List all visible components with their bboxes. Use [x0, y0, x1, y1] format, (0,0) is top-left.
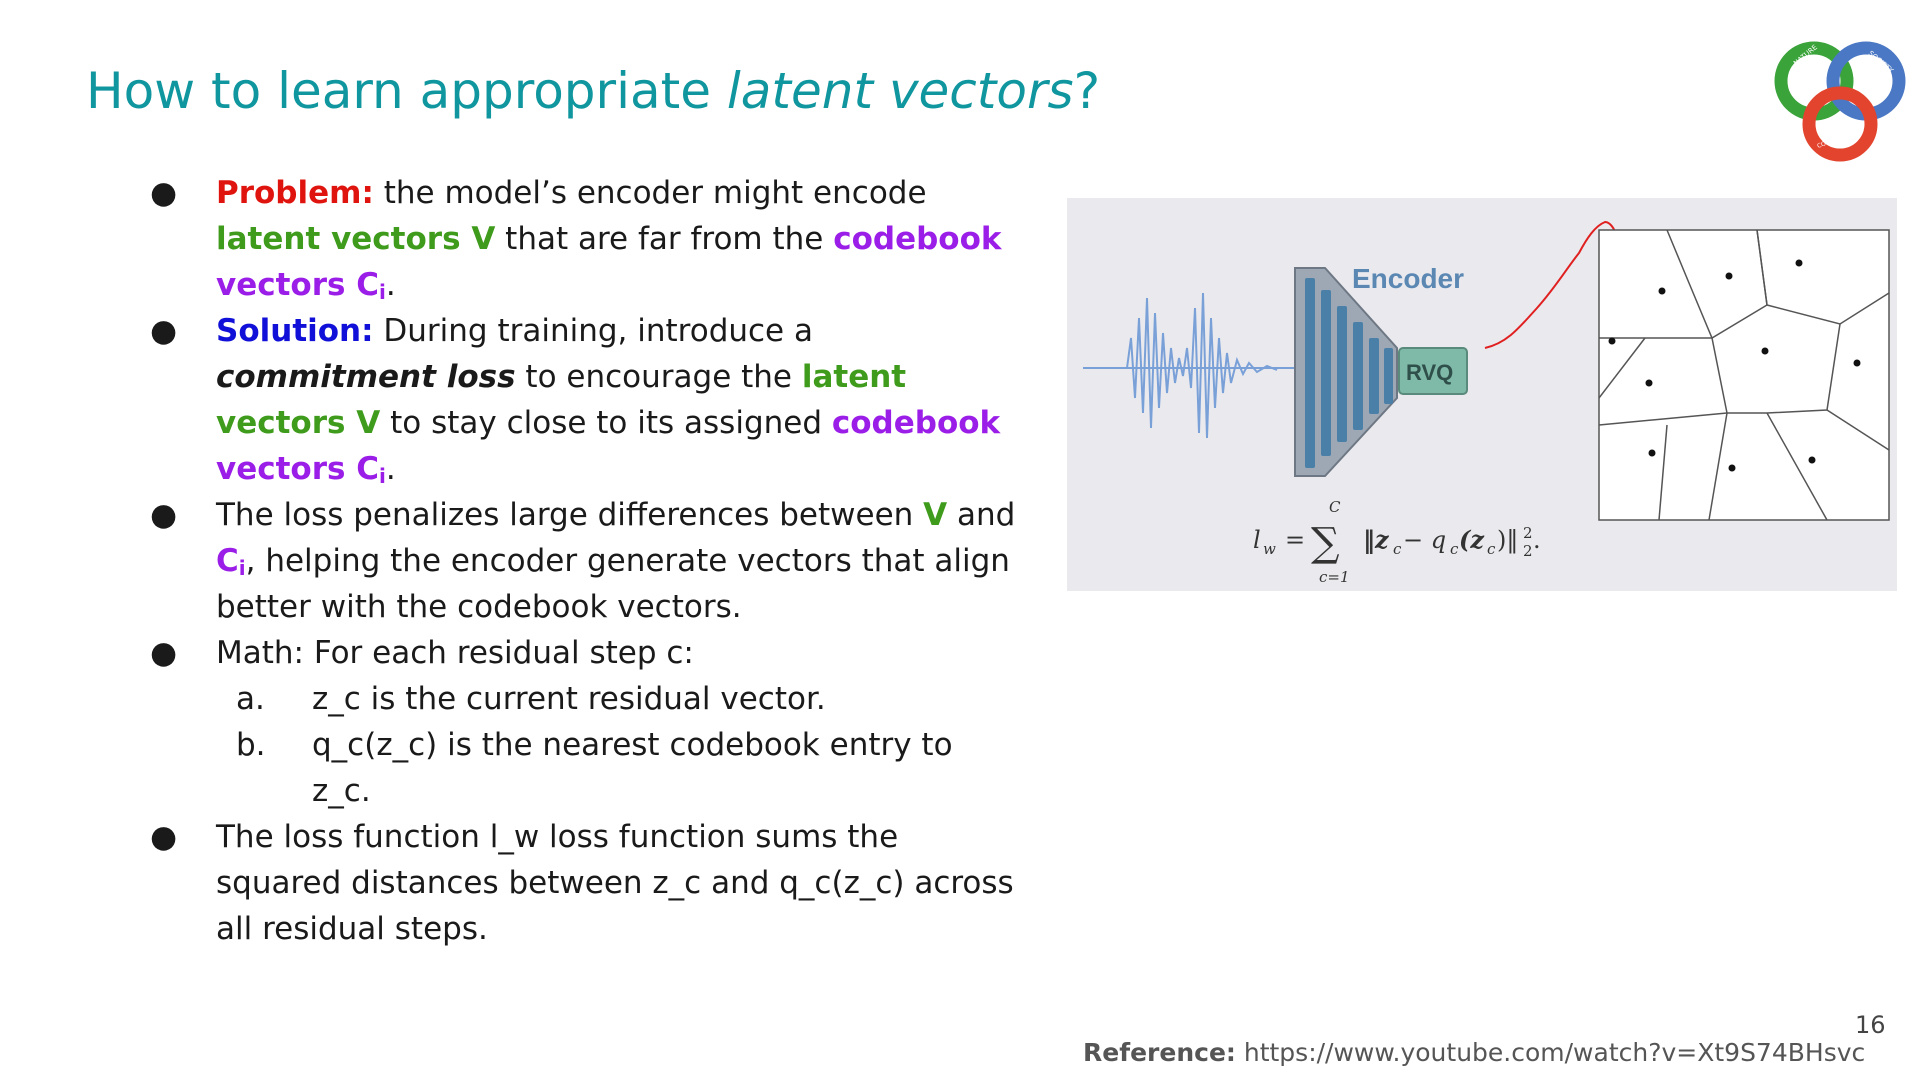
solution-label: Solution: [216, 313, 374, 349]
loss-formula: l w = ∑ C c=1 ‖z c − q c (z c )‖ 2 2 . [1253, 498, 1541, 586]
voronoi-diagram [1598, 229, 1890, 521]
voronoi-points [1608, 259, 1861, 472]
formula-z: ‖z [1363, 525, 1390, 554]
formula-close: )‖ [1497, 526, 1518, 555]
reference-label: Reference: [1083, 1038, 1236, 1067]
text-span: , helping the encoder generate vectors t… [216, 543, 1010, 625]
commitment-loss-term: commitment loss [216, 359, 516, 395]
bullet-dot: ● [150, 819, 178, 855]
subscript-i: i [238, 556, 246, 580]
bullet-loss-penalty: ● The loss penalizes large differences b… [140, 492, 1020, 630]
text-span: During training, introduce a [373, 313, 813, 349]
formula-sub-c: c [1450, 540, 1459, 558]
rvq-label: RVQ [1406, 360, 1453, 385]
text-span: and [947, 497, 1016, 533]
bullet-dot: ● [150, 635, 178, 671]
bullet-solution: ● Solution: During training, introduce a… [140, 308, 1020, 492]
text-span: . [385, 451, 396, 487]
title-end: ? [1073, 62, 1101, 120]
formula-minus-q: − q [1403, 526, 1446, 554]
bullet-loss-function: ● The loss function l_w loss function su… [140, 814, 1020, 952]
bullet-math: ● Math: For each residual step c: [140, 630, 1020, 676]
formula-upper: C [1329, 498, 1341, 516]
nsc-logo: NATURE SOCIETY COMPUTATION [1774, 41, 1906, 162]
reference-line: Reference: https://www.youtube.com/watch… [1083, 1038, 1865, 1067]
text-span: . [385, 267, 396, 303]
latent-vectors-highlight: latent vectors V [216, 221, 496, 257]
bullet-list: ● Problem: the model’s encoder might enc… [140, 170, 1020, 952]
formula-w: w [1263, 540, 1276, 558]
bullet-problem: ● Problem: the model’s encoder might enc… [140, 170, 1020, 308]
formula-lower: c=1 [1319, 568, 1350, 586]
formula-sigma: ∑ [1311, 520, 1340, 566]
c-highlight: C [216, 543, 239, 579]
reference-url[interactable]: https://www.youtube.com/watch?v=Xt9S74BH… [1243, 1038, 1866, 1067]
codebook-vectors-highlight: codebook vectors C [216, 221, 1002, 303]
v-highlight: V [923, 497, 948, 533]
text-span: to stay close to its assigned [380, 405, 832, 441]
formula-arg: (z [1459, 525, 1485, 554]
codebook-vectors-highlight: codebook vectors C [216, 405, 1001, 487]
formula-sub: 2 [1523, 542, 1533, 560]
bullet-dot: ● [150, 175, 178, 211]
waveform [1083, 292, 1297, 439]
subscript-i: i [379, 464, 386, 488]
sub-text-b: q_c(z_c) is the nearest codebook entry t… [312, 727, 953, 809]
sub-item-a: a. z_c is the current residual vector. [140, 676, 1020, 722]
formula-sub-c: c [1393, 540, 1402, 558]
encoder-label: Encoder [1352, 263, 1464, 294]
text-span: to encourage the [515, 359, 802, 395]
title-plain: How to learn appropriate [86, 62, 727, 120]
encoder-rvq-figure: Encoder RVQ [1067, 198, 1897, 591]
bullet-dot: ● [150, 313, 178, 349]
formula-period: . [1533, 526, 1541, 554]
red-arrow [1484, 220, 1646, 349]
sub-text-a: z_c is the current residual vector. [312, 681, 826, 717]
sub-item-b: b. q_c(z_c) is the nearest codebook entr… [140, 722, 1020, 814]
subscript-i: i [379, 280, 386, 304]
formula-l: l [1253, 526, 1261, 554]
sub-marker-b: b. [236, 727, 266, 763]
loss-function-text: The loss function l_w loss function sums… [216, 819, 1014, 947]
math-intro-text: Math: For each residual step c: [216, 635, 694, 671]
problem-label: Problem: [216, 175, 374, 211]
text-span: The loss penalizes large differences bet… [216, 497, 924, 533]
figure-svg: Encoder RVQ [1083, 220, 1890, 586]
bullet-dot: ● [150, 497, 178, 533]
formula-sup: 2 [1523, 524, 1533, 542]
formula-eq: = [1285, 526, 1305, 554]
page-number: 16 [1855, 1011, 1886, 1039]
title-italic: latent vectors [726, 62, 1074, 120]
text-span: the model’s encoder might encode [373, 175, 927, 211]
latent-vectors-highlight: latent vectors V [216, 359, 907, 441]
sub-marker-a: a. [236, 681, 265, 717]
encoder-block [1294, 267, 1468, 477]
page-title: How to learn appropriate latent vectors? [86, 62, 1100, 120]
text-span: that are far from the [495, 221, 834, 257]
formula-sub-c: c [1487, 540, 1496, 558]
